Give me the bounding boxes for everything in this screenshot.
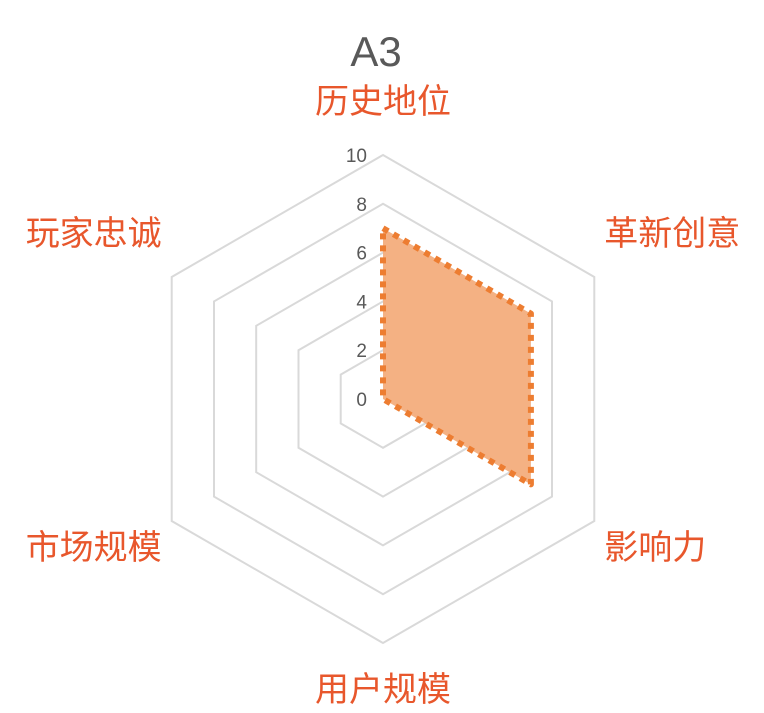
tick-label-2: 2 [356,341,367,362]
category-label-3: 用户规模 [315,670,451,710]
category-label-5: 玩家忠诚 [26,214,162,254]
tick-label-10: 10 [346,146,367,167]
grid-ring-10 [170,153,596,645]
grid-ring-8 [213,202,553,596]
category-label-2: 影响力 [604,528,706,568]
chart-title: A3 [350,28,401,75]
tick-label-0: 0 [356,390,367,411]
series-area [380,225,534,488]
tick-label-6: 6 [356,244,367,265]
category-label-0: 历史地位 [315,82,451,122]
tick-label-8: 8 [356,195,367,216]
category-label-1: 革新创意 [604,214,740,254]
tick-label-4: 4 [356,292,367,313]
category-label-4: 市场规模 [26,528,162,568]
radar-series [380,225,534,488]
radial-tick-labels: 0 2 4 6 8 10 [346,146,368,411]
